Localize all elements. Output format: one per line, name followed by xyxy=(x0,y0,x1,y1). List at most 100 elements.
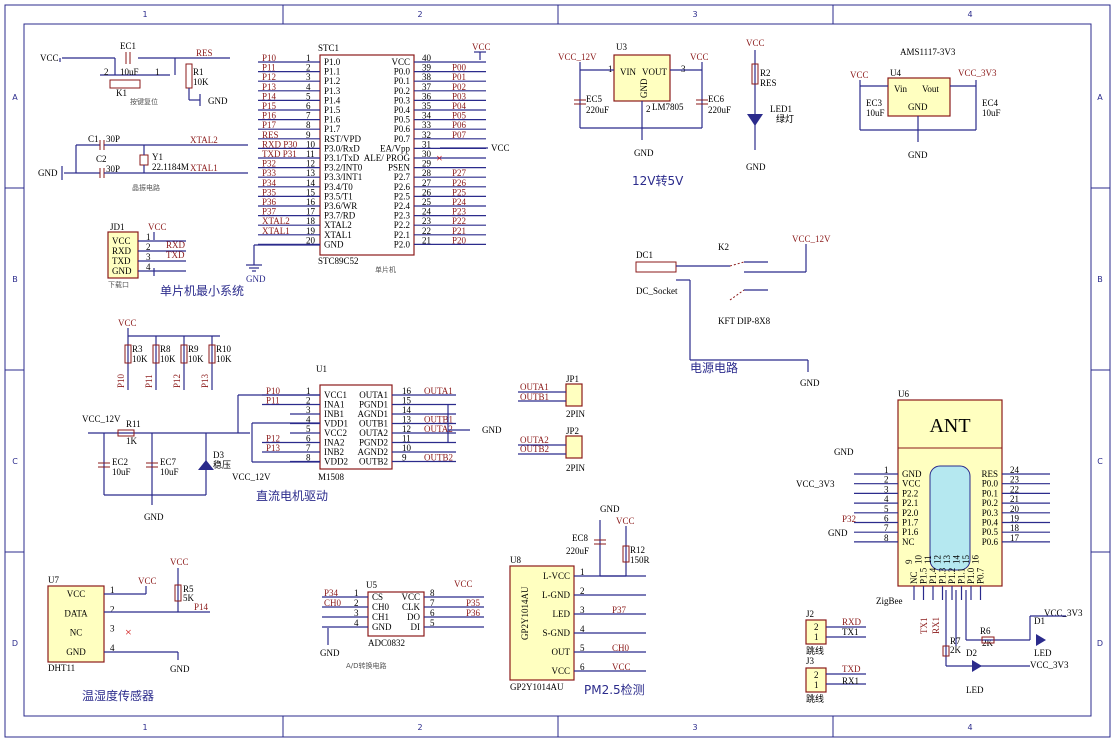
u3-vout: VOUT xyxy=(642,67,667,77)
zb-pin-name-b: P0.7 xyxy=(976,567,986,584)
mcu-net-l: P32 xyxy=(262,159,276,169)
pullup-net: P11 xyxy=(144,374,154,388)
j3-ref: J3 xyxy=(806,656,815,666)
c2-val: 30P xyxy=(106,164,120,174)
j3-val: 跳线 xyxy=(806,693,824,704)
jp1-a: OUTA1 xyxy=(520,382,549,392)
power-title: 电源电路 xyxy=(690,360,738,375)
u1-net-r: OUTA1 xyxy=(424,386,453,396)
mcu-pin-name-r: P2.0 xyxy=(394,239,411,249)
zb-pin-name-r: P0.4 xyxy=(982,518,999,528)
mcu-pin-name-r: P0.6 xyxy=(394,124,411,134)
dc1-val: DC_Socket xyxy=(636,286,678,296)
pm-pin-name: L-GND xyxy=(542,590,570,600)
mcu-vcc: VCC xyxy=(472,42,491,52)
zb-pin-name-b: NC xyxy=(909,571,919,584)
mcu-pin-num-l: 4 xyxy=(306,82,311,92)
mcu-net-l: P33 xyxy=(262,168,277,178)
zb-pin-name-r: P0.3 xyxy=(982,508,999,518)
zb-pin-num-r: 22 xyxy=(1010,484,1019,494)
mcu-pin-num-r: 28 xyxy=(422,168,432,178)
motor-gnd-r: GND xyxy=(482,425,502,435)
mcu-net-l: P11 xyxy=(262,63,276,73)
dht-pin-num: 2 xyxy=(110,604,115,614)
mcu-pin-num-r: 26 xyxy=(422,187,432,197)
mcu-pin-num-r: 31 xyxy=(422,139,431,149)
mcu-pin-num-l: 17 xyxy=(306,207,316,217)
mcu-net-r: P25 xyxy=(452,187,467,197)
zb-pin-name-l: P2.2 xyxy=(902,488,918,498)
mcu-pin-name-r: ALE/ PROG xyxy=(364,153,411,163)
jd1-pin-name: VCC xyxy=(112,236,131,246)
u5-ref: U5 xyxy=(366,580,377,590)
mcu-pin-name-l: P3.0/RxD xyxy=(324,143,360,153)
zb-pin-num-l: 1 xyxy=(884,465,889,475)
zone-row-r-D: D xyxy=(1097,639,1103,648)
mcu-pin-num-r: 29 xyxy=(422,159,432,169)
j2-n2: 2 xyxy=(814,622,819,632)
u1-pin-num-r: 16 xyxy=(402,386,412,396)
zb-pin-name-l: P1.7 xyxy=(902,518,919,528)
zb-p32: P32 xyxy=(842,514,856,524)
jp2-a: OUTA2 xyxy=(520,435,549,445)
zb-gnd: GND xyxy=(834,447,854,457)
adc-pin-num-l: 4 xyxy=(354,618,359,628)
mcu-pin-num-r: 40 xyxy=(422,53,432,63)
zb-pin-name-l: P1.6 xyxy=(902,527,919,537)
mcu-pin-num-r: 24 xyxy=(422,207,432,217)
mcu-pin-name-l: P3.5/T1 xyxy=(324,191,353,201)
zone-row-r-B: B xyxy=(1097,275,1103,284)
ec3-ref: EC3 xyxy=(866,98,883,108)
mcu-pin-num-l: 10 xyxy=(306,139,316,149)
dht-nc-mark: × xyxy=(125,625,132,639)
ec4-ref: EC4 xyxy=(982,98,999,108)
motor-connectors: JP1 OUTA1 OUTB1 2PIN JP2 OUTA2 OUTB2 2PI… xyxy=(518,374,586,473)
dht-pin-name: GND xyxy=(66,647,86,657)
mcu-pin-name-r: P2.4 xyxy=(394,201,411,211)
pm-vcc: VCC xyxy=(616,516,635,526)
mcu-pin-name-l: XTAL1 xyxy=(324,230,352,240)
zb-tx1: TX1 xyxy=(919,618,929,635)
zb-pin-num-b: 16 xyxy=(971,555,981,565)
mcu-pin-num-l: 5 xyxy=(306,91,311,101)
dht-vcc: VCC xyxy=(138,576,157,586)
dht-vcc2: VCC xyxy=(170,557,189,567)
pm-pin-name: OUT xyxy=(552,647,571,657)
pullup-val: 10K xyxy=(188,354,204,364)
pm-net: CH0 xyxy=(612,643,630,653)
dht-pin-name: DATA xyxy=(64,608,88,618)
mcu-pin-num-r: 30 xyxy=(422,149,432,159)
k2-ref: K2 xyxy=(718,242,729,252)
u3-p2: 2 xyxy=(646,104,651,114)
motor-gnd: GND xyxy=(144,512,164,522)
u1-pin-num-l: 6 xyxy=(306,434,311,444)
zb-pin-num-r: 21 xyxy=(1010,494,1019,504)
zb-pin-name-l: P2.0 xyxy=(902,508,919,518)
u4-ref: U4 xyxy=(890,68,901,78)
power-input: DC1 DC_Socket GND K2 KFT DIP-8X8 VCC_12V… xyxy=(635,234,831,388)
mcu-part: STC89C52 xyxy=(318,256,359,266)
pullup-net: P12 xyxy=(172,374,182,388)
reset-gnd: GND xyxy=(208,96,228,106)
mcu-pin-name-r: P0.5 xyxy=(394,115,411,125)
mcu-net-r: P21 xyxy=(452,226,466,236)
dht-pin-name: VCC xyxy=(67,589,86,599)
power-vcc12: VCC_12V xyxy=(792,234,831,244)
zb-pin-name-r: P0.2 xyxy=(982,498,998,508)
adc-pin-num-l: 3 xyxy=(354,608,359,618)
ant-label: ANT xyxy=(929,415,970,437)
jp1-b: OUTB1 xyxy=(520,392,549,402)
zb-pin-name-r: P0.0 xyxy=(982,479,999,489)
u8-ref: U8 xyxy=(510,555,521,565)
mcu-pin-name-l: XTAL2 xyxy=(324,220,352,230)
mcu-net-l: P16 xyxy=(262,111,277,121)
u4-vin: Vin xyxy=(894,84,907,94)
zb-pin-num-b: 9 xyxy=(904,559,914,564)
mcu-pin-num-l: 18 xyxy=(306,216,316,226)
r5-val: 5K xyxy=(183,593,195,603)
adc-pin-name-l: GND xyxy=(372,622,392,632)
mcu-net-l: P13 xyxy=(262,82,277,92)
d1-ref: D1 xyxy=(1034,616,1045,626)
